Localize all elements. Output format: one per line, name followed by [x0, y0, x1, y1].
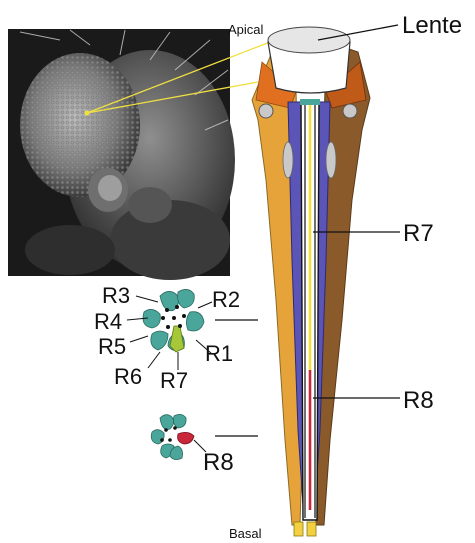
pigment-granule-right	[343, 104, 357, 118]
pigment-granule-left	[259, 104, 273, 118]
cross-r3-label: R3	[102, 283, 130, 308]
ommatidium-section	[252, 27, 370, 536]
r7-label-main: R7	[403, 220, 434, 247]
cross-r1-label: R1	[205, 341, 233, 366]
basal-label: Basal	[229, 526, 262, 541]
lens-label: Lente	[402, 12, 462, 39]
cross-r8-label: R8	[203, 449, 234, 476]
r8-label-main: R8	[403, 387, 434, 414]
cross-r2-label: R2	[212, 287, 240, 312]
cross-section-r8-level	[151, 414, 206, 459]
fly-head-sem-image	[8, 29, 235, 280]
apical-label: Apical	[228, 22, 264, 37]
cross-r7-label: R7	[160, 368, 188, 393]
cross-section-r7-level	[127, 289, 212, 370]
r8-cross-rhabdomere	[178, 432, 194, 444]
cross-r5-label: R5	[98, 334, 126, 359]
r7-cross-rhabdomere	[170, 326, 184, 352]
cross-r6-label: R6	[114, 364, 142, 389]
cross-r4-label: R4	[94, 309, 122, 334]
